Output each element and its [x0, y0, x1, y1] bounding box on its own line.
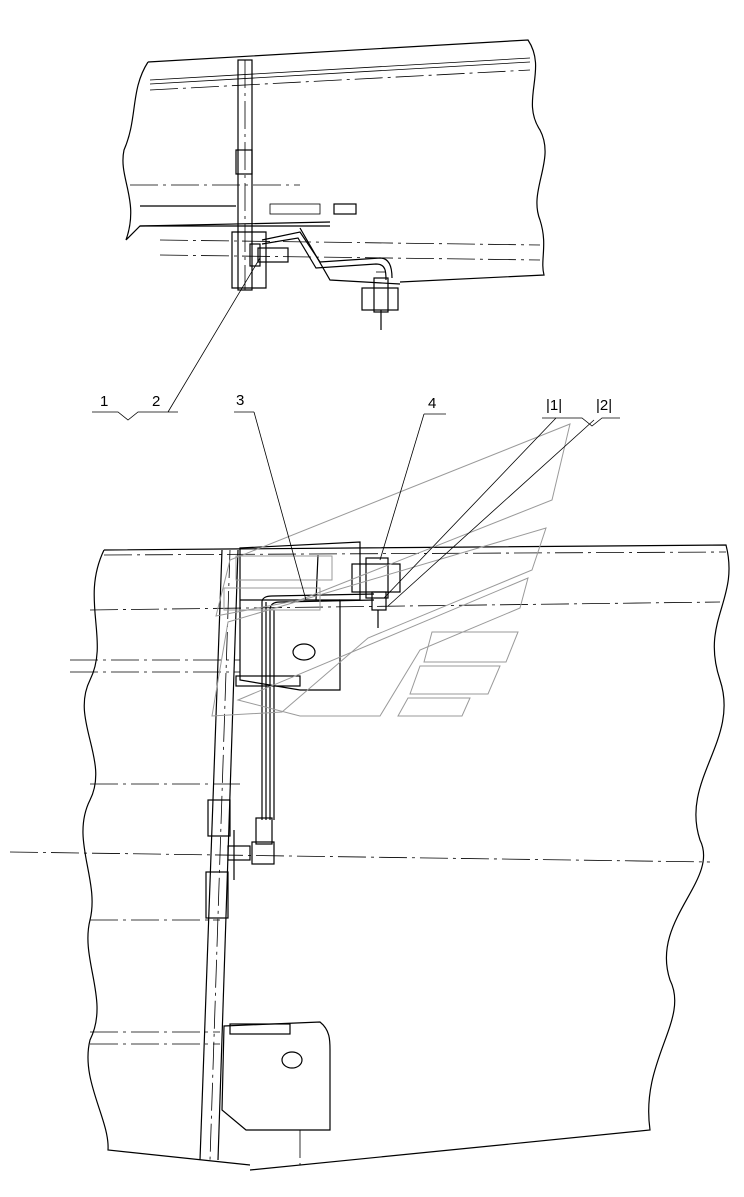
leader-ref-2 [387, 419, 595, 607]
leader-3 [253, 411, 307, 601]
bottom-frame-outline [82, 544, 730, 1171]
leader-4 [379, 413, 425, 561]
top-pipe-1 [261, 231, 393, 279]
top-valve [361, 271, 399, 330]
upper-bracket [239, 541, 361, 691]
top-centerline-3 [159, 239, 541, 246]
top-bracket [231, 231, 267, 289]
cross-block-2 [205, 871, 229, 919]
callout-1: 1 [100, 393, 108, 410]
pipe-fitting [255, 817, 273, 845]
top-centerline-1 [149, 69, 531, 91]
leaders-bottom [234, 411, 620, 607]
top-rail-line-2 [149, 61, 531, 85]
cross-fitting [227, 845, 251, 861]
top-block-2 [269, 203, 321, 215]
leader-ref-1 [383, 417, 557, 599]
lower-bracket [221, 1021, 331, 1131]
lower-bracket-plate [229, 1023, 291, 1035]
callout-ref-2: |2| [596, 397, 612, 414]
bottom-main-axis [9, 851, 711, 863]
pipe-elbow [251, 841, 275, 865]
leader-bar-1-2-ref [542, 417, 620, 427]
cross-block-1 [207, 799, 231, 837]
top-fitting [257, 247, 289, 263]
callout-ref-1: |1| [546, 397, 562, 414]
leaders-top [92, 257, 261, 421]
top-cross-block [235, 149, 253, 175]
top-pipe-2 [261, 237, 387, 281]
top-rail-line-1 [149, 57, 531, 81]
top-pipe-bend [299, 227, 401, 285]
pipe-top-run-1 [261, 593, 375, 603]
upper-bracket-plate [235, 675, 301, 687]
leader-2 [167, 257, 261, 413]
upper-bracket-hole [292, 643, 316, 661]
lower-bracket-hole [281, 1051, 303, 1069]
top-view [122, 39, 546, 330]
top-block-1 [333, 203, 357, 215]
callout-4: 4 [428, 395, 436, 412]
leader-bar-1-2 [92, 411, 178, 421]
cross-member-left [199, 549, 223, 1161]
top-frame-outline [122, 39, 546, 283]
upper-bracket-rib [315, 554, 319, 601]
callout-2: 2 [152, 393, 160, 410]
watermark-logo [211, 423, 571, 717]
pipe-top-run-2 [269, 599, 375, 611]
bottom-centerline-1 [103, 551, 727, 556]
callout-3: 3 [236, 392, 244, 409]
cross-member-centerline [209, 549, 231, 1161]
top-centerline-4 [159, 254, 541, 261]
valve-assembly [351, 557, 401, 628]
bottom-view [9, 541, 730, 1171]
bottom-centerline-2 [89, 601, 721, 611]
